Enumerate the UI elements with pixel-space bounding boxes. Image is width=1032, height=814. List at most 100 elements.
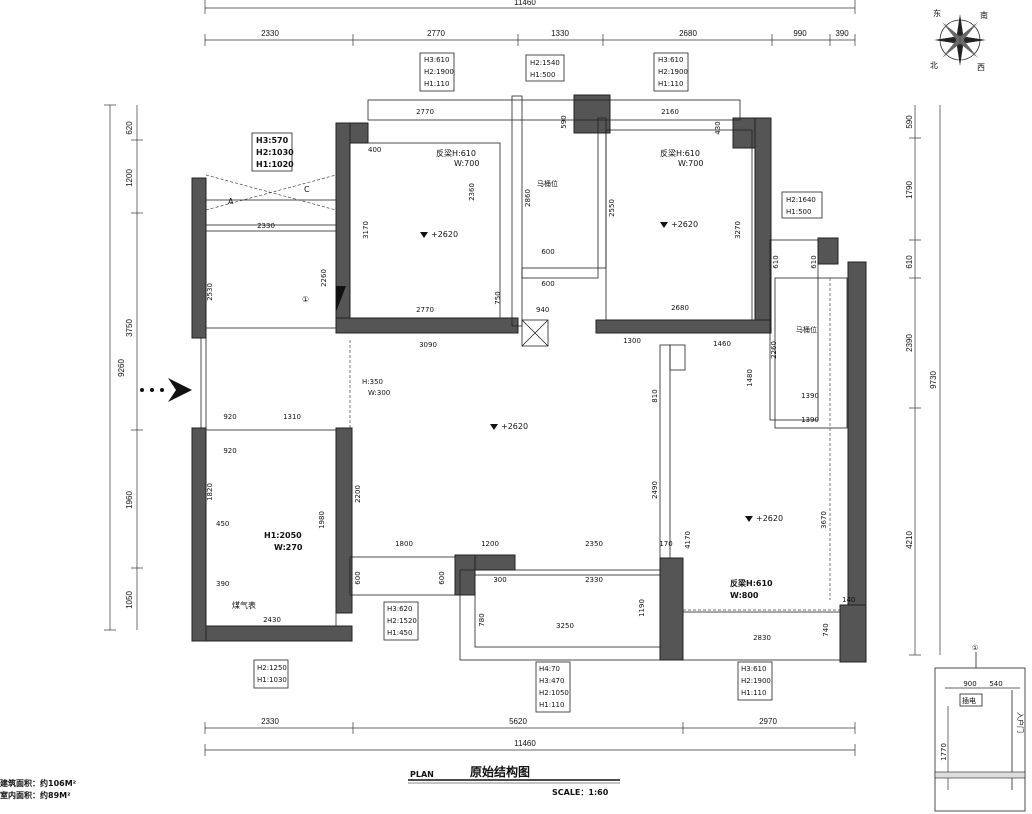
svg-text:H1:110: H1:110 bbox=[424, 80, 449, 88]
svg-text:1770: 1770 bbox=[940, 743, 948, 761]
inset-socket-label: 插电 bbox=[962, 696, 976, 705]
svg-text:2260: 2260 bbox=[770, 341, 778, 359]
svg-text:920: 920 bbox=[223, 413, 236, 421]
svg-text:1960: 1960 bbox=[125, 491, 134, 509]
svg-text:600: 600 bbox=[438, 571, 446, 584]
svg-text:H2:1050: H2:1050 bbox=[539, 689, 569, 697]
top-dim-1: 2330 bbox=[261, 29, 279, 38]
svg-text:430: 430 bbox=[714, 121, 722, 134]
top-dim-2: 2770 bbox=[427, 29, 445, 38]
svg-text:810: 810 bbox=[651, 389, 659, 402]
top-dim-5: 990 bbox=[793, 29, 807, 38]
svg-text:750: 750 bbox=[494, 291, 502, 304]
svg-text:H2:1540: H2:1540 bbox=[530, 59, 560, 67]
svg-text:W:700: W:700 bbox=[454, 159, 479, 168]
svg-text:3090: 3090 bbox=[419, 341, 437, 349]
svg-text:H2:1900: H2:1900 bbox=[424, 68, 454, 76]
svg-text:2260: 2260 bbox=[320, 269, 328, 287]
svg-text:3250: 3250 bbox=[556, 622, 574, 630]
inset-detail: ① 900 540 插电 入户门 1770 bbox=[934, 644, 1026, 812]
svg-text:900: 900 bbox=[963, 680, 976, 688]
svg-text:1480: 1480 bbox=[746, 369, 754, 387]
svg-text:+2620: +2620 bbox=[501, 422, 528, 431]
svg-text:2490: 2490 bbox=[651, 481, 659, 499]
svg-text:300: 300 bbox=[493, 576, 506, 584]
svg-text:2970: 2970 bbox=[759, 717, 777, 726]
svg-text:H1:110: H1:110 bbox=[741, 689, 766, 697]
svg-text:1820: 1820 bbox=[206, 483, 214, 501]
svg-text:H1:110: H1:110 bbox=[658, 80, 683, 88]
svg-text:H2:1520: H2:1520 bbox=[387, 617, 417, 625]
bottom-total-dim: 11460 bbox=[514, 739, 536, 748]
svg-text:2330: 2330 bbox=[257, 222, 275, 230]
svg-text:5620: 5620 bbox=[509, 717, 527, 726]
window-note-bottom-mid: H3:620 H2:1520 H1:450 bbox=[383, 601, 419, 641]
svg-text:反梁H:610: 反梁H:610 bbox=[436, 148, 476, 158]
compass-west: 西 bbox=[977, 63, 985, 72]
svg-text:780: 780 bbox=[478, 613, 486, 626]
top-dim-3: 1330 bbox=[551, 29, 569, 38]
svg-text:2330: 2330 bbox=[261, 717, 279, 726]
svg-text:1800: 1800 bbox=[395, 540, 413, 548]
right-dimension-chain: 590 1790 610 2390 4210 9730 bbox=[905, 105, 941, 656]
top-dimension-chain: 11460 2330 2770 1330 2680 990 390 bbox=[204, 0, 856, 46]
svg-text:1300: 1300 bbox=[623, 337, 641, 345]
svg-text:1390: 1390 bbox=[801, 416, 819, 424]
svg-text:4210: 4210 bbox=[905, 531, 914, 549]
svg-text:3670: 3670 bbox=[820, 511, 828, 529]
left-dimension-chain: 9260 620 1200 3750 1960 1050 bbox=[104, 104, 143, 631]
svg-text:H1:2050: H1:2050 bbox=[264, 531, 302, 540]
svg-text:610: 610 bbox=[810, 255, 818, 268]
svg-text:740: 740 bbox=[822, 623, 830, 636]
svg-text:H4:70: H4:70 bbox=[539, 665, 560, 673]
svg-text:1200: 1200 bbox=[481, 540, 499, 548]
svg-text:①: ① bbox=[972, 644, 978, 652]
svg-text:煤气表: 煤气表 bbox=[232, 600, 256, 610]
svg-text:920: 920 bbox=[223, 447, 236, 455]
compass-south: 南 bbox=[980, 10, 988, 20]
page-title: 原始结构图 bbox=[470, 764, 530, 779]
svg-text:H:350: H:350 bbox=[362, 378, 383, 386]
svg-text:1460: 1460 bbox=[713, 340, 731, 348]
scale-label: SCALE：1:60 bbox=[552, 788, 609, 797]
svg-text:W:700: W:700 bbox=[678, 159, 703, 168]
window-note-bottom-left: H2:1250 H1:1030 bbox=[253, 659, 289, 689]
svg-text:400: 400 bbox=[368, 146, 381, 154]
svg-text:马桶位: 马桶位 bbox=[796, 325, 817, 334]
bottom-dimension-chain: 2330 5620 2970 11460 bbox=[204, 717, 856, 756]
svg-text:W:270: W:270 bbox=[274, 543, 303, 552]
svg-text:C: C bbox=[304, 185, 310, 194]
svg-text:2770: 2770 bbox=[416, 108, 434, 116]
entrance-arrow-icon bbox=[140, 378, 192, 402]
svg-text:1310: 1310 bbox=[283, 413, 301, 421]
svg-text:390: 390 bbox=[216, 580, 229, 588]
svg-text:450: 450 bbox=[216, 520, 229, 528]
indoor-area: 室内面积：约89M² bbox=[0, 790, 71, 800]
svg-text:590: 590 bbox=[560, 115, 568, 128]
svg-text:140: 140 bbox=[842, 596, 855, 604]
svg-text:3750: 3750 bbox=[125, 319, 134, 337]
svg-text:540: 540 bbox=[989, 680, 1002, 688]
svg-text:1190: 1190 bbox=[638, 599, 646, 617]
partition-lines bbox=[200, 95, 848, 661]
svg-text:610: 610 bbox=[772, 255, 780, 268]
svg-text:2680: 2680 bbox=[671, 304, 689, 312]
svg-text:940: 940 bbox=[536, 306, 549, 314]
left-total-dim: 9260 bbox=[117, 359, 126, 377]
svg-text:2530: 2530 bbox=[206, 283, 214, 301]
svg-text:H1:500: H1:500 bbox=[530, 71, 555, 79]
svg-text:2200: 2200 bbox=[354, 485, 362, 503]
compass-north: 北 bbox=[930, 61, 938, 70]
svg-text:反梁H:610: 反梁H:610 bbox=[660, 148, 700, 158]
svg-text:H1:110: H1:110 bbox=[539, 701, 564, 709]
inner-dimensions: 2770 2770 400 3170 2360 2860 600 600 940… bbox=[206, 108, 855, 642]
svg-text:170: 170 bbox=[659, 540, 672, 548]
svg-text:马桶位: 马桶位 bbox=[537, 179, 558, 188]
svg-text:H1:1020: H1:1020 bbox=[256, 160, 294, 169]
column-marker-icon bbox=[336, 286, 346, 312]
title-block: PLAN 原始结构图 SCALE：1:60 bbox=[408, 764, 620, 797]
svg-text:2770: 2770 bbox=[416, 306, 434, 314]
window-note-bottom-right: H3:610 H2:1900 H1:110 bbox=[737, 661, 773, 701]
svg-text:W:300: W:300 bbox=[368, 389, 390, 397]
inset-entry-label: 入户门 bbox=[1016, 712, 1025, 733]
